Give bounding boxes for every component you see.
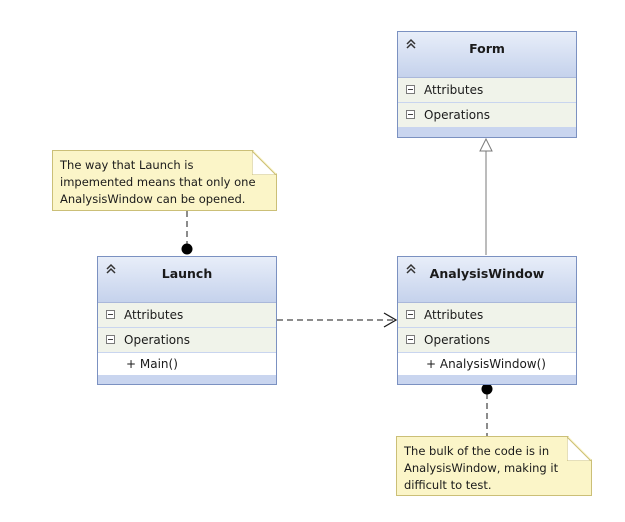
class-launch-name: Launch	[161, 266, 213, 281]
class-analysis-window-footer	[398, 375, 576, 384]
class-launch-operations-section[interactable]: Operations	[98, 328, 276, 353]
attributes-label: Attributes	[424, 308, 484, 322]
class-launch[interactable]: Launch Attributes Operations + Main()	[97, 256, 277, 385]
class-form-footer	[398, 128, 576, 137]
operations-label: Operations	[424, 333, 490, 347]
class-form[interactable]: Form Attributes Operations	[397, 31, 577, 138]
class-launch-header[interactable]: Launch	[98, 257, 276, 303]
collapse-chevron-icon[interactable]	[405, 263, 417, 275]
class-form-operations-section[interactable]: Operations	[398, 103, 576, 128]
class-analysis-window-attributes-section[interactable]: Attributes	[398, 303, 576, 328]
collapse-toggle-icon[interactable]	[406, 85, 415, 94]
operations-label: Operations	[424, 108, 490, 122]
class-analysis-window-name: AnalysisWindow	[429, 266, 545, 281]
collapse-toggle-icon[interactable]	[406, 110, 415, 119]
analysis-note-anchor-dot	[481, 383, 493, 395]
class-launch-attributes-section[interactable]: Attributes	[98, 303, 276, 328]
note-fold-corner-icon	[252, 151, 276, 175]
dependency-arrowhead	[383, 312, 398, 328]
class-analysis-window[interactable]: AnalysisWindow Attributes Operations + A…	[397, 256, 577, 385]
attributes-label: Attributes	[424, 83, 484, 97]
comment-note-analysis-window[interactable]: The bulk of the code is in AnalysisWindo…	[396, 436, 592, 496]
collapse-chevron-icon[interactable]	[105, 263, 117, 275]
class-form-header[interactable]: Form	[398, 32, 576, 78]
generalization-arrowhead	[479, 137, 493, 152]
collapse-toggle-icon[interactable]	[106, 335, 115, 344]
operation-analysis-window-constructor[interactable]: + AnalysisWindow()	[398, 353, 576, 375]
class-analysis-window-header[interactable]: AnalysisWindow	[398, 257, 576, 303]
comment-note-launch-text: The way that Launch is impemented means …	[60, 158, 256, 206]
class-form-attributes-section[interactable]: Attributes	[398, 78, 576, 103]
class-form-name: Form	[469, 41, 505, 56]
comment-note-launch[interactable]: The way that Launch is impemented means …	[52, 150, 277, 211]
attributes-label: Attributes	[124, 308, 184, 322]
launch-note-anchor-dot	[181, 243, 193, 255]
collapse-toggle-icon[interactable]	[406, 335, 415, 344]
collapse-chevron-icon[interactable]	[405, 38, 417, 50]
collapse-toggle-icon[interactable]	[106, 310, 115, 319]
operation-main[interactable]: + Main()	[98, 353, 276, 375]
class-launch-footer	[98, 375, 276, 384]
note-fold-corner-icon	[567, 437, 591, 461]
class-analysis-window-operations-section[interactable]: Operations	[398, 328, 576, 353]
comment-note-analysis-window-text: The bulk of the code is in AnalysisWindo…	[404, 444, 559, 492]
collapse-toggle-icon[interactable]	[406, 310, 415, 319]
operations-label: Operations	[124, 333, 190, 347]
